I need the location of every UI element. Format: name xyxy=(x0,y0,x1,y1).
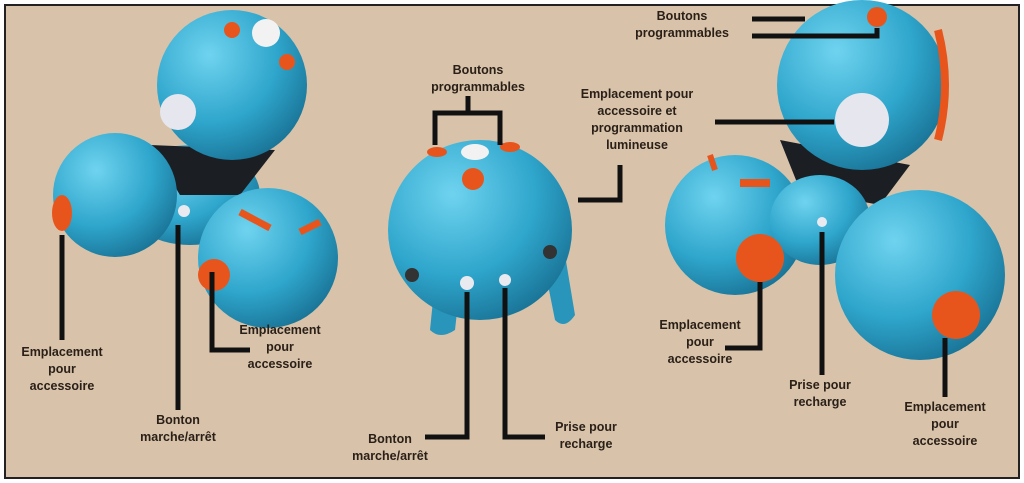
label-right-accessory-slot-right: Emplacement pour accessoire xyxy=(904,399,985,450)
label-line: programmables xyxy=(635,26,729,40)
label-line: Prise pour xyxy=(555,420,617,434)
label-line: programmation xyxy=(591,121,683,135)
label-line: recharge xyxy=(559,437,613,451)
label-line: programmables xyxy=(431,80,525,94)
label-right-programmable-buttons: Boutons programmables xyxy=(635,8,729,42)
label-line: pour xyxy=(266,340,294,354)
label-line: marche/arrêt xyxy=(140,430,216,444)
label-line: Emplacement pour xyxy=(580,87,694,101)
label-line: Prise pour xyxy=(789,378,851,392)
label-line: marche/arrêt xyxy=(352,449,428,463)
label-line: accessoire xyxy=(912,434,978,448)
label-line: pour xyxy=(686,335,714,349)
label-line: accessoire xyxy=(667,352,733,366)
label-line: Emplacement xyxy=(904,400,986,414)
label-line: pour xyxy=(48,362,76,376)
label-middle-power-button: Bonton marche/arrêt xyxy=(352,431,428,465)
label-middle-charge-port: Prise pour recharge xyxy=(555,419,617,453)
label-line: accessoire xyxy=(247,357,313,371)
label-right-accessory-slot-left: Emplacement pour accessoire xyxy=(659,317,740,368)
label-line: accessoire et xyxy=(597,104,677,118)
label-line: Emplacement xyxy=(239,323,321,337)
label-right-charge-port: Prise pour recharge xyxy=(789,377,851,411)
label-line: Emplacement xyxy=(659,318,741,332)
label-line: Bonton xyxy=(156,413,200,427)
label-left-accessory-slot: Emplacement pour accessoire xyxy=(21,344,102,395)
label-left-power-button: Bonton marche/arrêt xyxy=(140,412,216,446)
label-line: recharge xyxy=(793,395,847,409)
label-middle-programmable-buttons: Boutons programmables xyxy=(431,62,525,96)
label-line: accessoire xyxy=(29,379,95,393)
robot-rear-view xyxy=(665,0,1005,360)
label-right-accessory-light-slot: Emplacement pour accessoire et programma… xyxy=(581,86,694,154)
label-line: Emplacement xyxy=(21,345,103,359)
leader-lines xyxy=(59,16,948,440)
label-line: lumineuse xyxy=(606,138,668,152)
label-line: Bonton xyxy=(368,432,412,446)
label-line: pour xyxy=(931,417,959,431)
label-line: Boutons xyxy=(656,9,708,23)
robot-front-view xyxy=(388,140,575,335)
robot-left-view xyxy=(52,10,338,328)
label-left-accessory-slot-right: Emplacement pour accessoire xyxy=(239,322,320,373)
label-line: Boutons xyxy=(452,63,504,77)
